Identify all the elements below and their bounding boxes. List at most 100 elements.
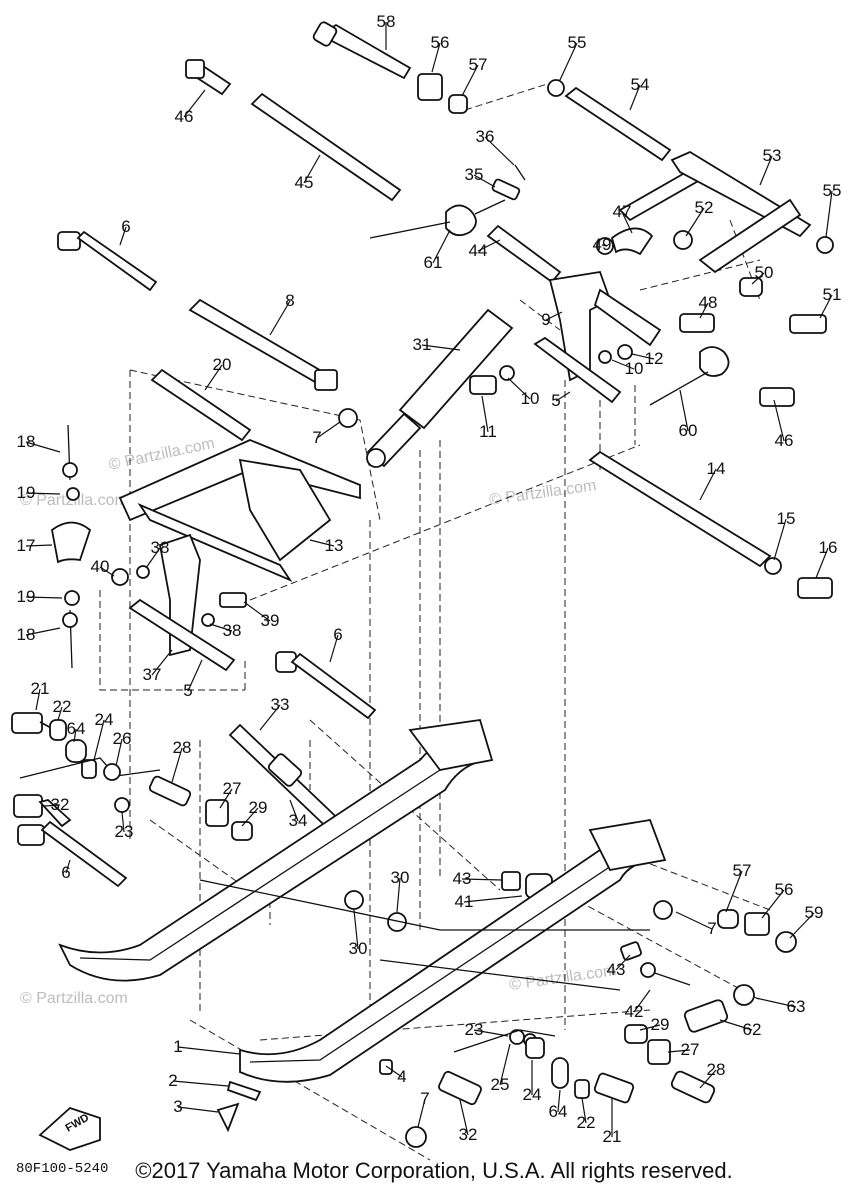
leader-line bbox=[507, 377, 531, 400]
leader-line bbox=[309, 539, 335, 547]
leader-line bbox=[699, 302, 709, 319]
leader-line bbox=[725, 870, 743, 913]
leader-line bbox=[699, 1069, 717, 1089]
callout-number: 58 bbox=[377, 12, 396, 31]
leader-line bbox=[219, 788, 233, 809]
diagram-code: 80F100-5240 bbox=[16, 1161, 108, 1177]
callout-number: 24 bbox=[523, 1085, 542, 1104]
leader-line bbox=[685, 207, 705, 237]
callout-number: 2 bbox=[168, 1071, 177, 1090]
callout-number: 51 bbox=[823, 285, 842, 304]
callout-number: 27 bbox=[223, 779, 242, 798]
callout-number: 22 bbox=[53, 697, 72, 716]
leader-line bbox=[177, 1106, 219, 1113]
callout-number: 56 bbox=[775, 880, 794, 899]
leader-line bbox=[484, 136, 515, 166]
leader-line bbox=[679, 389, 689, 432]
leader-line bbox=[121, 811, 125, 833]
leader-line bbox=[93, 719, 105, 761]
callout-number: 5 bbox=[183, 681, 192, 700]
leader-line bbox=[759, 155, 773, 186]
callout-number: 62 bbox=[743, 1020, 762, 1039]
leader-line bbox=[631, 353, 655, 360]
leader-lines bbox=[25, 22, 833, 1137]
leader-line bbox=[432, 229, 451, 264]
callout-number: 30 bbox=[391, 868, 410, 887]
leader-line bbox=[35, 688, 41, 711]
callout-number: 13 bbox=[325, 536, 344, 555]
callout-number: 48 bbox=[699, 293, 718, 312]
callout-number: 63 bbox=[787, 997, 806, 1016]
callout-number: 46 bbox=[775, 431, 794, 450]
leader-line bbox=[151, 649, 173, 676]
callout-number: 6 bbox=[333, 625, 342, 644]
leader-line bbox=[119, 226, 127, 246]
callout-number: 25 bbox=[491, 1075, 510, 1094]
callout-number: 50 bbox=[755, 263, 774, 282]
callout-number: 55 bbox=[823, 181, 842, 200]
callout-number: 5 bbox=[551, 391, 560, 410]
callout-number: 6 bbox=[121, 217, 130, 236]
leader-line bbox=[615, 954, 631, 971]
callout-number: 23 bbox=[465, 1020, 484, 1039]
leader-line bbox=[633, 989, 651, 1013]
leader-line bbox=[43, 804, 61, 807]
leader-line bbox=[761, 889, 785, 919]
leader-line bbox=[25, 627, 61, 636]
leader-line bbox=[699, 468, 717, 501]
callout-number: 36 bbox=[476, 127, 495, 146]
leader-line bbox=[25, 596, 63, 599]
callout-number: 7 bbox=[707, 919, 716, 938]
callout-number: 10 bbox=[625, 359, 644, 378]
leader-line bbox=[555, 391, 571, 402]
callout-number: 44 bbox=[469, 241, 488, 260]
leader-line bbox=[473, 1029, 509, 1037]
leader-line bbox=[461, 878, 503, 881]
copyright-notice: ©2017 Yamaha Motor Corporation, U.S.A. A… bbox=[135, 1158, 733, 1183]
leader-line bbox=[183, 89, 206, 118]
part-shapes bbox=[11, 21, 834, 1151]
callout-number: 3 bbox=[173, 1097, 182, 1116]
callout-number: 45 bbox=[295, 173, 314, 192]
leader-line bbox=[303, 154, 321, 184]
leader-line bbox=[557, 1089, 561, 1113]
leader-line bbox=[815, 547, 829, 579]
leader-line bbox=[171, 747, 183, 783]
callout-number: 32 bbox=[51, 795, 70, 814]
callout-number: 35 bbox=[465, 165, 484, 184]
callout-number: 53 bbox=[763, 146, 782, 165]
leader-line bbox=[417, 1098, 426, 1128]
leader-line bbox=[819, 294, 833, 319]
callout-number: 41 bbox=[455, 892, 474, 911]
callout-number: 28 bbox=[173, 738, 192, 757]
callout-number: 14 bbox=[707, 459, 726, 478]
leader-line bbox=[25, 441, 61, 453]
callout-number: 52 bbox=[695, 198, 714, 217]
callout-number: 21 bbox=[31, 679, 50, 698]
callout-number: 56 bbox=[431, 33, 450, 52]
callout-number: 18 bbox=[17, 625, 36, 644]
leader-line bbox=[755, 997, 797, 1008]
leader-line bbox=[177, 1046, 241, 1055]
leader-line bbox=[241, 807, 259, 827]
leader-line bbox=[773, 399, 785, 442]
callout-number: 12 bbox=[645, 349, 664, 368]
callout-number: 24 bbox=[95, 710, 114, 729]
callout-number: 7 bbox=[312, 428, 321, 447]
callout-number: 59 bbox=[805, 903, 824, 922]
callout-number: 19 bbox=[17, 483, 36, 502]
callout-number: 43 bbox=[607, 960, 626, 979]
leader-line bbox=[431, 42, 441, 73]
callout-number: 60 bbox=[679, 421, 698, 440]
leader-line bbox=[825, 190, 833, 238]
callout-number: 23 bbox=[115, 822, 134, 841]
callout-number: 8 bbox=[285, 291, 294, 310]
leader-line bbox=[209, 623, 233, 632]
callout-number: 30 bbox=[349, 939, 368, 958]
leader-line bbox=[481, 395, 489, 433]
leader-line bbox=[57, 706, 63, 721]
callout-number: 16 bbox=[819, 538, 838, 557]
leader-line bbox=[73, 728, 77, 743]
leader-line bbox=[675, 911, 713, 930]
